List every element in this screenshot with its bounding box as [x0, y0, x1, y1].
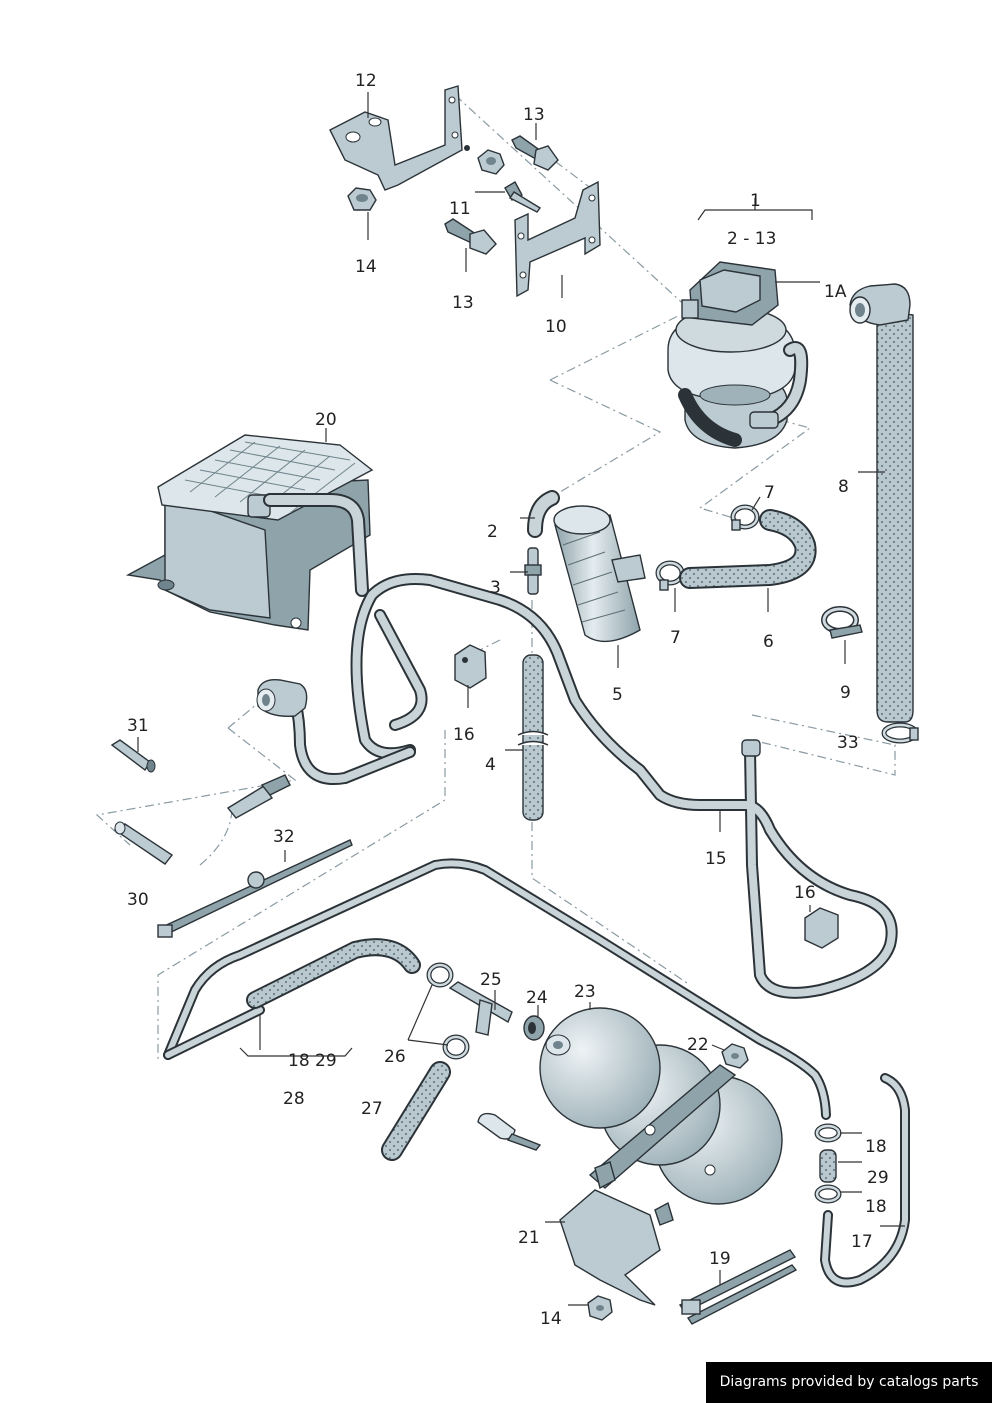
callout-28: 28 [283, 1089, 305, 1109]
pipe-15 [350, 573, 898, 999]
clamp-9 [821, 606, 863, 639]
tie-clip [477, 1112, 542, 1151]
sleeve-31 [110, 739, 156, 773]
callout-1a: 1A [824, 282, 847, 302]
clamp-18-bottom [814, 1184, 842, 1204]
nut-14-top [347, 187, 377, 211]
bracket-12 [329, 85, 470, 191]
callout-8: 8 [838, 477, 849, 497]
canister-20 [125, 434, 374, 631]
pipe-17-long [163, 858, 910, 1288]
callout-1: 1 [750, 191, 761, 211]
bracket-21 [559, 1161, 674, 1306]
filter-5 [553, 505, 646, 643]
connector-30 [113, 821, 174, 865]
callout-25: 25 [480, 970, 502, 990]
callout-11: 11 [449, 199, 471, 219]
clamp-26-top [426, 962, 454, 988]
grommet-24 [523, 1015, 545, 1041]
clamp-26-bottom [442, 1034, 470, 1060]
clamp-7-bottom [655, 560, 685, 591]
clip-16-right [804, 907, 839, 949]
leader-lines [137, 92, 905, 1306]
callout-27: 27 [361, 1099, 383, 1119]
callout-30: 30 [127, 890, 149, 910]
callout-16-right: 16 [794, 883, 816, 903]
footer-credit: Diagrams provided by catalogs parts [706, 1362, 992, 1403]
callout-10: 10 [545, 317, 567, 337]
callout-12: 12 [355, 71, 377, 91]
callout-19: 19 [709, 1249, 731, 1269]
hose-27 [381, 1061, 451, 1161]
callout-15: 15 [705, 849, 727, 869]
sleeve-29 [819, 1149, 837, 1183]
callout-16-left: 16 [453, 725, 475, 745]
cable-tie-19 [678, 1249, 798, 1325]
callout-18-top: 18 [865, 1137, 887, 1157]
assembly-lines [95, 94, 896, 1062]
callout-18-29: 18 29 [288, 1051, 337, 1071]
callout-4: 4 [485, 755, 496, 775]
callout-33: 33 [837, 733, 859, 753]
callout-26: 26 [384, 1047, 406, 1067]
hose-8 [849, 283, 914, 723]
callout-7-top: 7 [764, 483, 775, 503]
callout-14-bottom: 14 [540, 1309, 562, 1329]
callout-2: 2 [487, 522, 498, 542]
callout-13-bottom: 13 [452, 293, 474, 313]
nut-14-bottom [587, 1295, 613, 1321]
screw-11 [504, 181, 542, 213]
clamp-33 [881, 722, 919, 744]
callout-18-bottom: 18 [865, 1197, 887, 1217]
cable-tie-32 [157, 839, 353, 938]
connector-3 [524, 547, 542, 595]
connector-inline [226, 774, 291, 819]
callout-29: 29 [867, 1168, 889, 1188]
callout-5: 5 [612, 685, 623, 705]
hose-4 [517, 654, 549, 821]
hose-29-perforated [246, 938, 421, 1009]
callout-6: 6 [763, 632, 774, 652]
bracket-10 [514, 180, 601, 298]
callout-20: 20 [315, 410, 337, 430]
clamp-18-top [814, 1123, 842, 1143]
callout-14-top: 14 [355, 257, 377, 277]
callout-32: 32 [273, 827, 295, 847]
clip-16-left [454, 644, 487, 689]
hose-6 [679, 509, 817, 589]
callout-17: 17 [851, 1232, 873, 1252]
callout-22: 22 [687, 1035, 709, 1055]
t-piece-25 [448, 981, 513, 1036]
callout-23: 23 [574, 982, 596, 1002]
callout-24: 24 [526, 988, 548, 1008]
callout-13-top: 13 [523, 105, 545, 125]
callout-labels: 12 13 14 11 13 10 1 2 - 13 1A 20 2 3 4 5… [127, 71, 889, 1329]
nut-bracket [477, 149, 505, 175]
callout-3: 3 [490, 578, 501, 598]
stud-13-top [511, 135, 559, 171]
pump-assembly-1 [667, 261, 809, 449]
elbow-hose [256, 679, 416, 785]
nut-22 [721, 1043, 749, 1069]
stud-13-bottom [444, 218, 497, 255]
clamp-7-top [730, 504, 760, 531]
callout-21: 21 [518, 1228, 540, 1248]
callout-1-range: 2 - 13 [727, 229, 776, 249]
callout-9: 9 [840, 683, 851, 703]
hose-2 [527, 490, 560, 538]
reservoir-23 [539, 1007, 783, 1205]
callout-7-bottom: 7 [670, 628, 681, 648]
callout-31: 31 [127, 716, 149, 736]
